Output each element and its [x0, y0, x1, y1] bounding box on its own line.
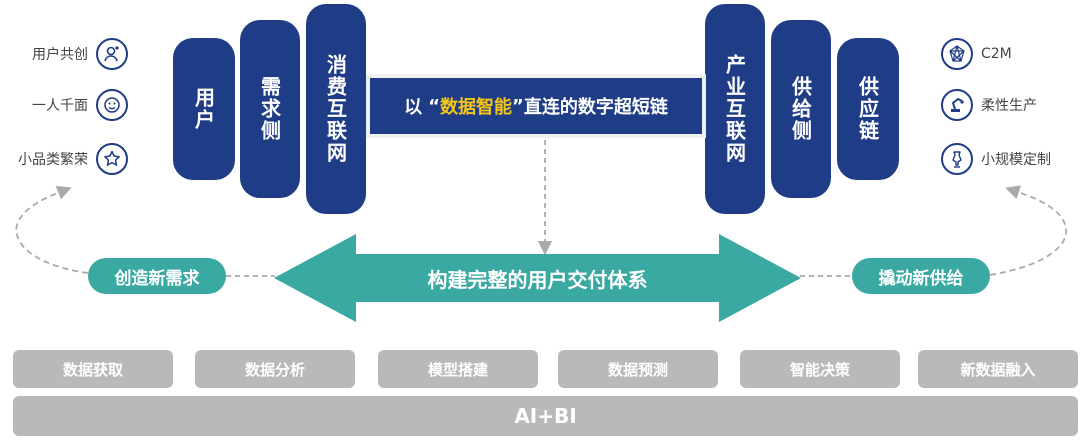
- arrow-label: 构建完整的用户交付体系: [427, 267, 648, 292]
- feature-label: 用户共创: [32, 47, 88, 63]
- feature-flexible-production: 柔性生产: [941, 89, 1037, 121]
- step-smart-decision: 智能决策: [740, 350, 900, 388]
- pillar-label: 用户: [191, 87, 216, 131]
- pillar-supply-chain: 供应链: [837, 38, 899, 180]
- center-bar: 以 “ 数据智能 ” 直连的数字超短链: [370, 78, 702, 134]
- pillar-demand-side: 需求侧: [240, 20, 300, 198]
- pillar-user: 用户: [173, 38, 235, 180]
- bar-quote-open: “: [428, 95, 440, 117]
- pillar-label: 供给侧: [788, 76, 813, 142]
- step-new-data-integration: 新数据融入: [918, 350, 1078, 388]
- bar-highlight: 数据智能: [440, 97, 512, 118]
- pillar-supply-side: 供给侧: [771, 20, 831, 198]
- feature-small-category: 小品类繁荣: [14, 143, 128, 175]
- bar-suffix: 直连的数字超短链: [523, 97, 668, 118]
- feature-label: 一人千面: [32, 98, 88, 114]
- bar-prefix: 以: [404, 97, 423, 118]
- robot-arm-icon: [941, 89, 973, 121]
- feature-label: 小规模定制: [981, 152, 1051, 168]
- feature-c2m: C2M: [941, 38, 1012, 70]
- step-data-acquisition: 数据获取: [13, 350, 173, 388]
- leverage-supply-badge: 撬动新供给: [852, 258, 990, 294]
- step-data-analysis: 数据分析: [195, 350, 355, 388]
- pillar-label: 消费互联网: [323, 54, 348, 164]
- network-icon: [941, 38, 973, 70]
- pillar-label: 产业互联网: [722, 54, 747, 164]
- ai-bi-base: AI+BI: [13, 396, 1078, 436]
- feature-small-customization: 小规模定制: [941, 143, 1051, 175]
- pillar-label: 供应链: [855, 76, 880, 142]
- feature-label: C2M: [981, 46, 1012, 62]
- dress-form-icon: [941, 143, 973, 175]
- pillar-label: 需求侧: [257, 76, 282, 142]
- step-model-building: 模型搭建: [378, 350, 538, 388]
- user-check-icon: [96, 38, 128, 70]
- pillar-consumer-internet: 消费互联网: [306, 4, 366, 214]
- double-arrow: [274, 234, 801, 322]
- feature-user-cocreate: 用户共创: [14, 38, 128, 70]
- pillar-industrial-internet: 产业互联网: [705, 4, 765, 214]
- create-demand-badge: 创造新需求: [88, 258, 226, 294]
- step-data-prediction: 数据预测: [558, 350, 718, 388]
- feature-personalization: 一人千面: [14, 89, 128, 121]
- bar-quote-close: ”: [512, 95, 524, 117]
- feature-label: 柔性生产: [981, 98, 1037, 114]
- feature-label: 小品类繁荣: [18, 152, 88, 168]
- face-icon: [96, 89, 128, 121]
- star-icon: [96, 143, 128, 175]
